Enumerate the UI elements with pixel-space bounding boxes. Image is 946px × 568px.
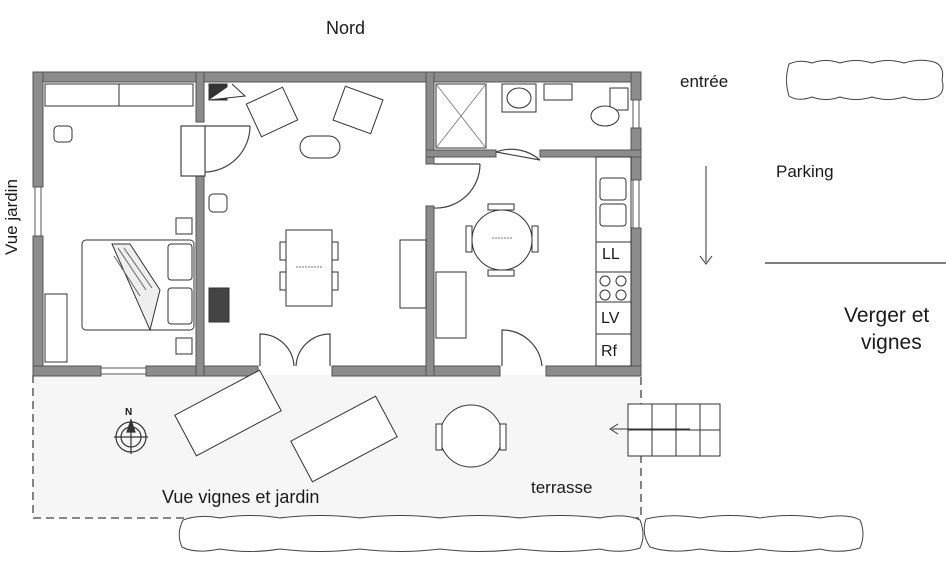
- windows: [34, 100, 640, 375]
- terrace-furniture: [174, 369, 721, 483]
- dishwasher-label: LL: [602, 246, 620, 263]
- living-furniture: [208, 83, 427, 323]
- parking-label: Parking: [776, 162, 834, 181]
- north-label: Nord: [326, 18, 366, 38]
- garden-view-label: Vue jardin: [2, 179, 21, 255]
- compass-n-label: N: [125, 407, 133, 418]
- fridge-label: Rf: [601, 343, 617, 360]
- bedroom-furniture: [44, 83, 195, 363]
- doors: [180, 125, 543, 367]
- bathroom-fixtures: [435, 83, 629, 149]
- hedges: [178, 59, 944, 552]
- orchard-label-line1: Verger et: [844, 304, 930, 327]
- compass-rose: [114, 418, 148, 454]
- vines-garden-view-label: Vue vignes et jardin: [162, 487, 320, 507]
- washing-machine-label: LV: [601, 310, 620, 327]
- entrance-arrows: [609, 166, 713, 435]
- walls: [32, 71, 642, 377]
- kitchen-furniture: [435, 156, 632, 367]
- entrance-label: entrée: [680, 72, 729, 91]
- terrace-label: terrasse: [531, 478, 593, 497]
- orchard-label-line2: vignes: [861, 331, 922, 354]
